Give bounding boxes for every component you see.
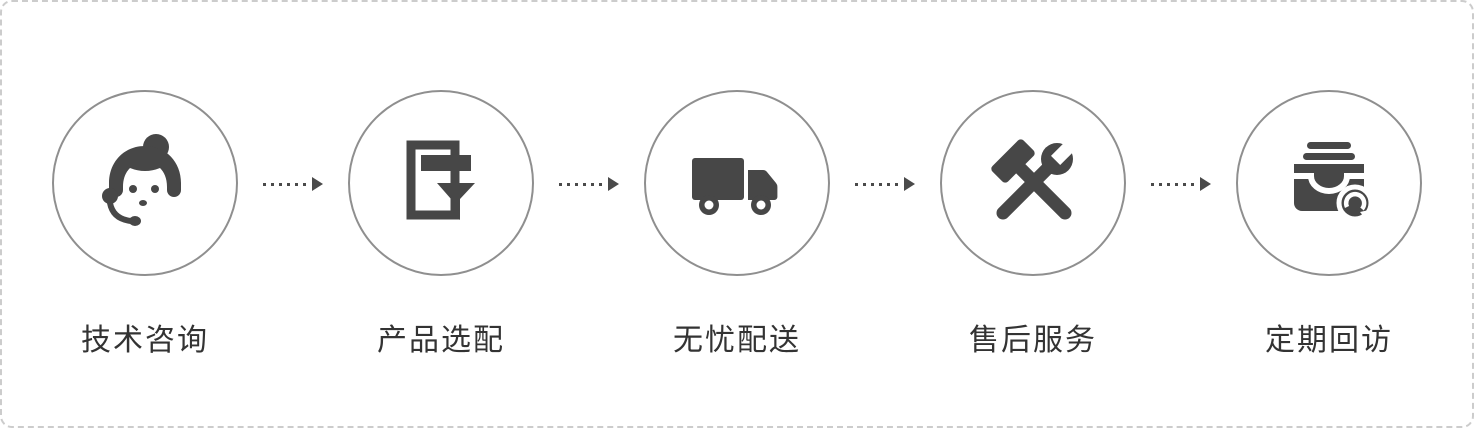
arrow-dots	[559, 182, 605, 186]
step-label: 定期回访	[1265, 324, 1393, 357]
customer-service-icon	[102, 134, 181, 226]
inbox-refresh-icon	[1294, 142, 1374, 222]
flow-arrow	[534, 176, 644, 192]
tools-icon	[991, 133, 1083, 220]
flow-arrow	[238, 176, 348, 192]
step-circle	[1236, 90, 1422, 276]
delivery-truck-icon	[692, 158, 778, 215]
process-step: 产品选配	[348, 90, 534, 356]
step-circle	[52, 90, 238, 276]
process-step: 技术咨询	[52, 90, 238, 356]
step-label: 无忧配送	[673, 324, 801, 357]
arrow-dots	[263, 182, 309, 186]
arrow-head-icon	[1200, 177, 1211, 191]
step-label: 产品选配	[377, 324, 505, 357]
step-label: 售后服务	[969, 324, 1097, 357]
step-circle	[644, 90, 830, 276]
arrow-head-icon	[312, 177, 323, 191]
process-step: 定期回访	[1236, 90, 1422, 356]
step-label: 技术咨询	[81, 324, 209, 357]
step-circle	[348, 90, 534, 276]
process-step: 售后服务	[940, 90, 1126, 356]
process-step: 无忧配送	[644, 90, 830, 356]
arrow-dots	[855, 182, 901, 186]
flow-arrow	[830, 176, 940, 192]
process-flow-row: 技术咨询 产品选配	[2, 2, 1472, 356]
document-filter-icon	[406, 140, 475, 220]
arrow-head-icon	[608, 177, 619, 191]
step-circle	[940, 90, 1126, 276]
arrow-dots	[1151, 182, 1197, 186]
arrow-head-icon	[904, 177, 915, 191]
flow-arrow	[1126, 176, 1236, 192]
